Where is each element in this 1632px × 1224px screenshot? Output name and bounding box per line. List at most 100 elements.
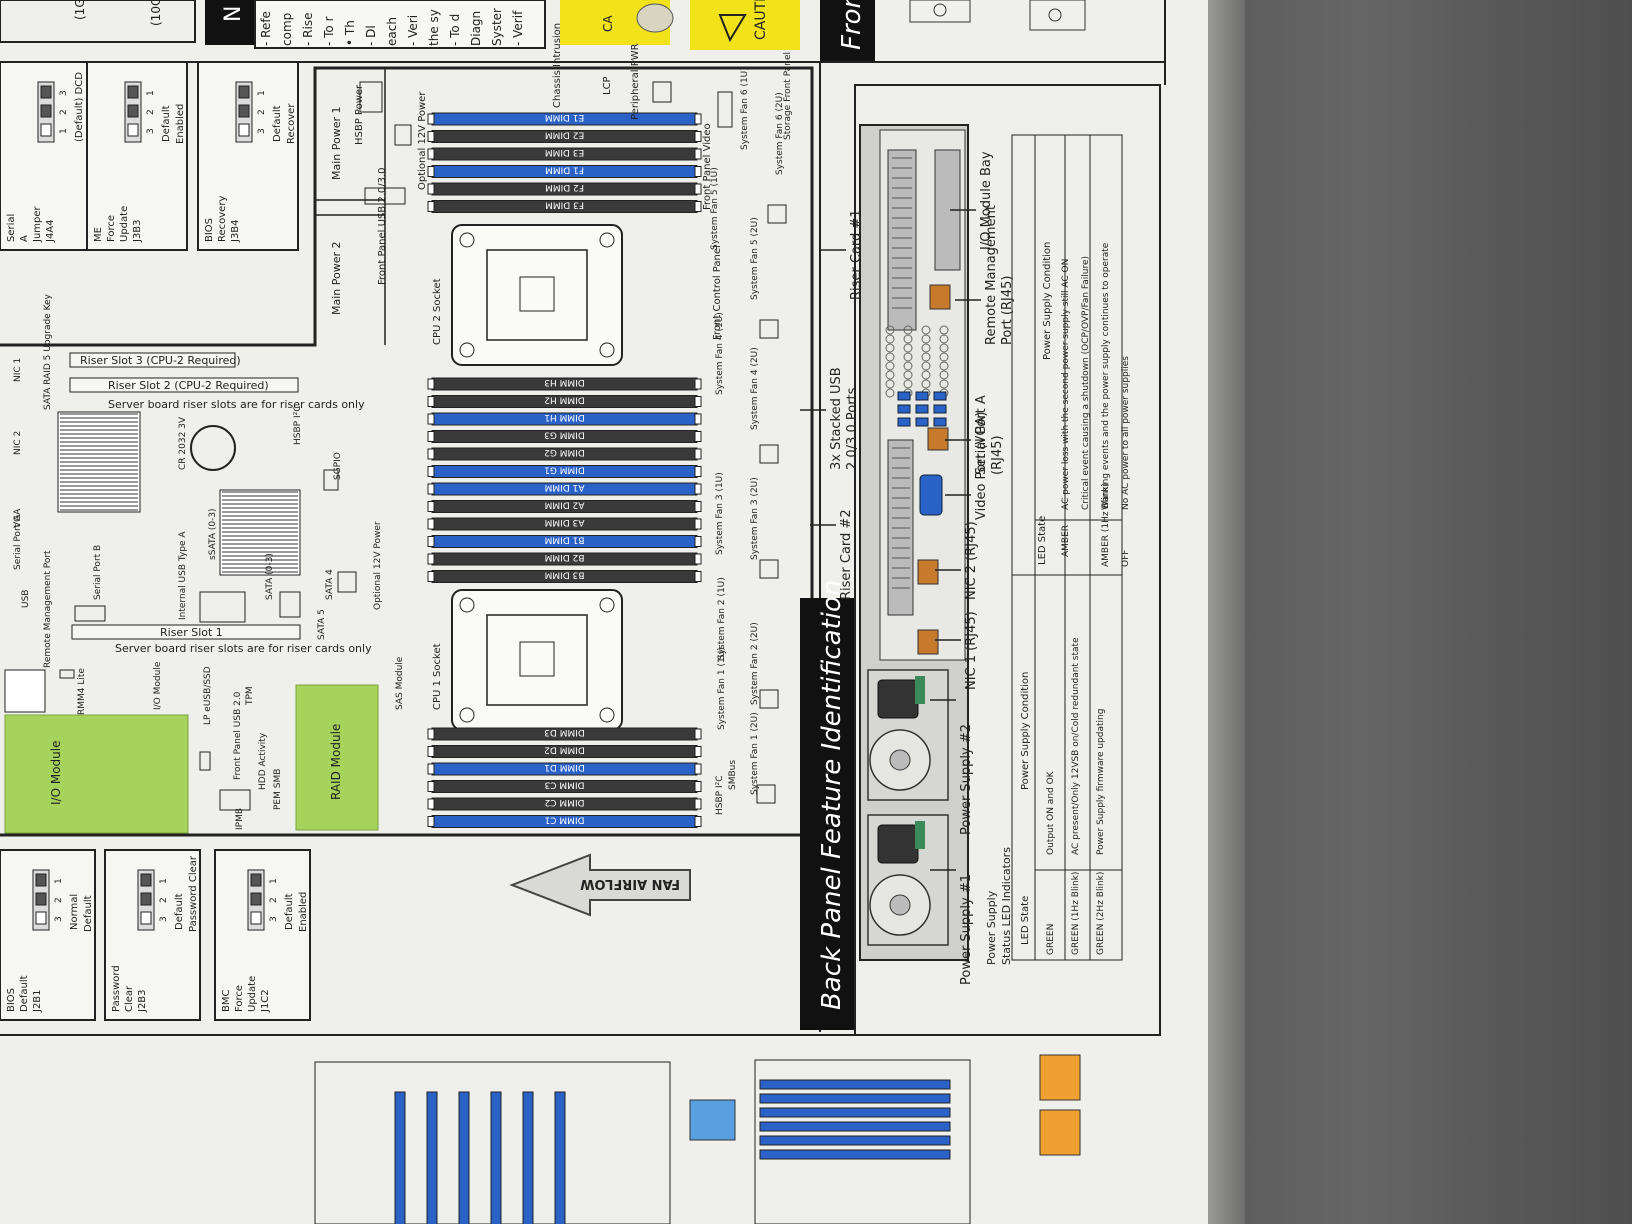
- vent-hole: [921, 343, 931, 353]
- jumper-pin-number: 3: [54, 916, 64, 922]
- dimm-latch: [427, 518, 435, 530]
- jumper-name: A: [19, 235, 30, 242]
- jumper-name: Recovery: [217, 196, 228, 242]
- board-connector: [337, 571, 357, 593]
- dimm-latch: [694, 571, 702, 582]
- dimm-latch: [427, 763, 435, 775]
- jumper-name: BMC: [221, 990, 232, 1012]
- vent-hole: [921, 352, 931, 362]
- system-fans: System Fan 6 (1U)System Fan 6 (2U)System…: [552, 23, 793, 815]
- usb-port: [933, 404, 947, 414]
- dimm-latch: [427, 746, 435, 757]
- dimm-label: DIMM C3: [545, 780, 585, 790]
- notes-box: [254, 0, 546, 49]
- vent-hole: [903, 379, 913, 389]
- board-label: Front Panel USB 2.0: [233, 691, 243, 780]
- vent-hole: [903, 334, 913, 344]
- socket-label: CPU 1 Socket: [432, 643, 443, 710]
- vent-hole: [885, 343, 895, 353]
- dimm-slot: DIMM G2: [427, 447, 702, 461]
- jumper-pin: [250, 892, 262, 906]
- callout-label: NIC 2 (RJ45): [964, 521, 979, 600]
- riser-card-1-slot: [887, 149, 917, 331]
- front-connector-icon-2: [1048, 8, 1062, 22]
- callout-label: NIC 1 (RJ45): [964, 611, 979, 690]
- fan-label: System Fan 5 (1U): [710, 167, 720, 250]
- dimm-latch: [427, 553, 435, 565]
- fan-connector: [759, 444, 779, 464]
- dimm-latch: [694, 113, 702, 125]
- neighbor-board-outline: [314, 1061, 671, 1224]
- caution-label: CAUTI: [753, 0, 769, 40]
- main-power-labels: Main Power 1 Main Power 2 HSBP Power Opt…: [330, 84, 428, 315]
- led-state-cell: GREEN (1Hz Blink): [1071, 872, 1081, 955]
- socket-screw: [599, 597, 615, 613]
- led-state-cell: OFF: [1121, 550, 1131, 567]
- dimm-label: DIMM G2: [544, 447, 585, 457]
- board-label: TPM: [245, 686, 255, 706]
- socket-inner: [486, 249, 588, 341]
- power-supply-2: [867, 669, 949, 801]
- vent-hole: [885, 325, 895, 335]
- partial-label-1g: (1G: [73, 0, 87, 20]
- neighbor-dimm-2: [759, 1121, 951, 1132]
- neighbor-dimm: [490, 1091, 502, 1224]
- dimm-slot: DIMM H2: [427, 395, 702, 408]
- dimm-latch: [427, 448, 435, 460]
- dimm-latch: [694, 466, 702, 477]
- hsbp-power-label: HSBP Power: [354, 84, 365, 145]
- psu-handle: [915, 676, 925, 704]
- jumper-pin-number: 3: [59, 90, 69, 96]
- fan-airflow-arrow: FAN AIRFLOW: [509, 853, 691, 917]
- led-condition-cell: Critical event causing a shutdown (OCP/O…: [1081, 256, 1091, 510]
- dimm-latch: [694, 396, 702, 407]
- dimm-label: F1 DIMM: [545, 165, 584, 175]
- note-line: - Rise: [301, 13, 315, 46]
- dimm-latch: [427, 378, 435, 390]
- jumper-name: Force: [234, 985, 245, 1012]
- jumper-name: Password: [111, 965, 122, 1012]
- jumper-pin: [238, 85, 250, 99]
- board-label: NIC 1: [13, 358, 23, 382]
- vent-hole: [885, 352, 895, 362]
- rmm-port-box: [4, 669, 46, 713]
- nic-1-port: [917, 629, 939, 655]
- serial-port-a: [927, 427, 949, 451]
- caution-image-2: [690, 0, 800, 50]
- board-connector: [199, 591, 246, 623]
- dimm-latch: [427, 536, 435, 547]
- pch-hatch: [60, 413, 138, 511]
- note-line: • Th: [343, 20, 357, 46]
- nic-2-port: [917, 559, 939, 585]
- dimm-latch: [694, 483, 702, 495]
- board-label: RMM4 Lite: [77, 668, 87, 715]
- board-label: Remote Management Port: [43, 550, 53, 668]
- dimm-slot: E3 DIMM: [427, 147, 702, 161]
- dimm-latch: [427, 571, 435, 582]
- jumper-pin: [250, 911, 262, 925]
- jumper-name: Serial: [6, 214, 17, 242]
- vent-hole: [903, 352, 913, 362]
- motherboard-outline: [0, 66, 814, 837]
- jumper-pin: [238, 123, 250, 137]
- vent-hole: [939, 370, 949, 380]
- dimm-slot: A3 DIMM: [427, 517, 702, 531]
- jumper-pin-number: 1: [159, 878, 169, 884]
- dimm-label: A3 DIMM: [545, 517, 585, 527]
- dimm-latch: [694, 378, 702, 390]
- dimm-latch: [694, 201, 702, 212]
- dimm-slot: DIMM C3: [427, 780, 702, 793]
- board-label: I/O Module: [153, 661, 163, 710]
- jumper-name: J1C2: [260, 989, 271, 1013]
- chassis-intrusion-label: Chassis Intrusion: [552, 23, 563, 108]
- dimm-latch: [427, 396, 435, 407]
- fan-label: System Fan 3 (2U): [750, 477, 760, 560]
- jumper-pin: [140, 873, 152, 887]
- usb-port: [933, 417, 947, 427]
- jumper-name: J3B3: [132, 219, 143, 243]
- chassis-steel-lid: [1245, 0, 1632, 1224]
